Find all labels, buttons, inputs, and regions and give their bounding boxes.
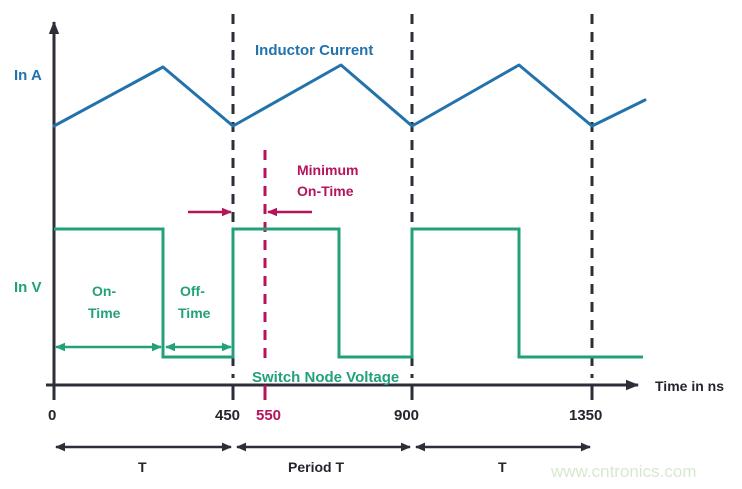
minimum-on-time-annotation: Minimum On-Time [188, 162, 358, 217]
off-time-label-line1: Off- [180, 283, 205, 299]
on-time-label-line2: Time [88, 305, 121, 321]
off-time-annotation: Off- Time [165, 283, 232, 352]
off-time-label-line2: Time [178, 305, 211, 321]
tick-label-1350: 1350 [569, 407, 602, 424]
period-label-t1: T [138, 459, 147, 475]
switch-node-voltage-waveform [54, 227, 643, 359]
minimum-on-time-label-line1: Minimum [297, 162, 358, 178]
switch-node-voltage-label: Switch Node Voltage [252, 369, 399, 386]
period-label-main: Period T [288, 459, 344, 475]
x-axis-label: Time in ns [655, 378, 724, 394]
inductor-current-label: Inductor Current [255, 42, 373, 59]
on-time-label-line1: On- [92, 283, 116, 299]
tick-label-0: 0 [48, 407, 56, 424]
inductor-current-waveform [52, 63, 647, 128]
tick-label-900: 900 [394, 407, 419, 424]
site-watermark: www.cntronics.com [550, 462, 696, 481]
tick-label-550: 550 [256, 407, 281, 424]
period-marker-lines [231, 14, 594, 378]
period-label-t2: T [498, 459, 507, 475]
tick-label-450: 450 [215, 407, 240, 424]
y-axis-label-voltage: In V [14, 279, 42, 296]
x-axis-ticks [52, 385, 594, 400]
y-axis-label-current: In A [14, 67, 42, 84]
minimum-on-time-label-line2: On-Time [297, 183, 354, 199]
axes-group [46, 21, 639, 393]
period-measure-group: T Period T T [55, 442, 591, 475]
on-time-annotation: On- Time [55, 283, 162, 352]
